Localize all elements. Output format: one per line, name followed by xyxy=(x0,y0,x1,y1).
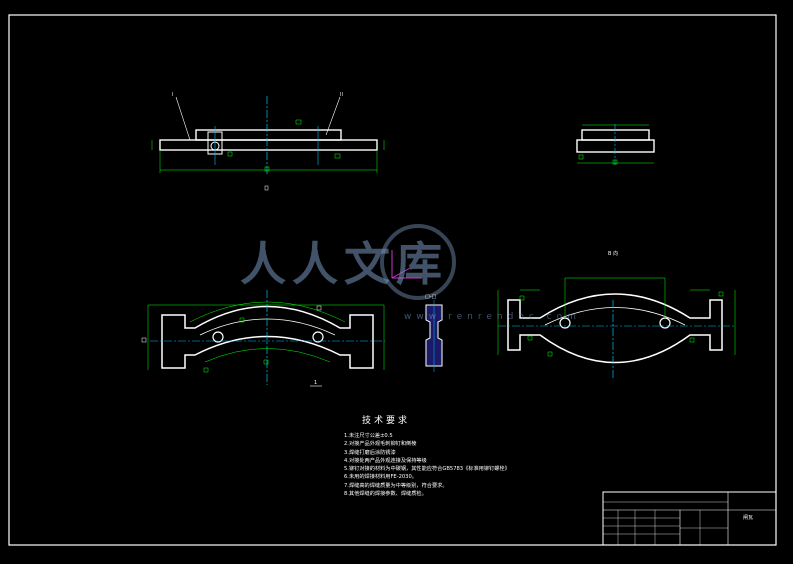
b-view xyxy=(497,277,736,380)
watermark-url: www.renrendoc.com xyxy=(404,312,581,322)
title-block xyxy=(602,491,777,546)
requirements-list: 1.未注尺寸公差±0.5 2.对接产品外观毛刺铆钉和倒棱 3.焊缝打磨后涂防锈漆… xyxy=(344,432,510,498)
plan-view xyxy=(141,290,385,387)
requirement-item: 7.焊缝高的焊缝质量为中等级别，符合要求。 xyxy=(344,482,448,489)
requirements-title: 技术要求 xyxy=(362,416,411,426)
requirement-item: 1.未注尺寸公差±0.5 xyxy=(344,433,393,439)
requirement-item: 5.铆钉对接的材料为中碳钢，其性能应符合GB5783《标准用铆钉螺栓》 xyxy=(344,466,510,473)
side-view xyxy=(576,124,655,165)
section-label-left: I xyxy=(172,92,174,98)
front-view xyxy=(151,96,385,191)
outer-frame xyxy=(8,14,777,546)
requirement-item: 3.焊缝打磨后涂防锈漆 xyxy=(344,449,396,456)
drawing-name: 闸瓦 xyxy=(743,515,754,521)
section-label-right: II xyxy=(340,92,343,98)
view-b-label: B 向 xyxy=(608,251,619,257)
requirement-item: 6.未用的焊接材料用FE-2030。 xyxy=(344,474,417,481)
requirement-item: 2.对接产品外观毛刺铆钉和倒棱 xyxy=(344,441,417,448)
watermark-logo xyxy=(380,224,456,300)
detail-section xyxy=(425,300,443,372)
requirement-item: 8.其他焊缝的焊接参数、焊缝质检。 xyxy=(344,491,427,498)
watermark-text: 人人文库 xyxy=(240,237,448,291)
detail-ref-label: □-□ xyxy=(425,294,437,300)
mark-1-label: 1 xyxy=(314,380,318,386)
requirement-item: 4.对接处两产品外观连接及保持等级 xyxy=(344,457,427,464)
